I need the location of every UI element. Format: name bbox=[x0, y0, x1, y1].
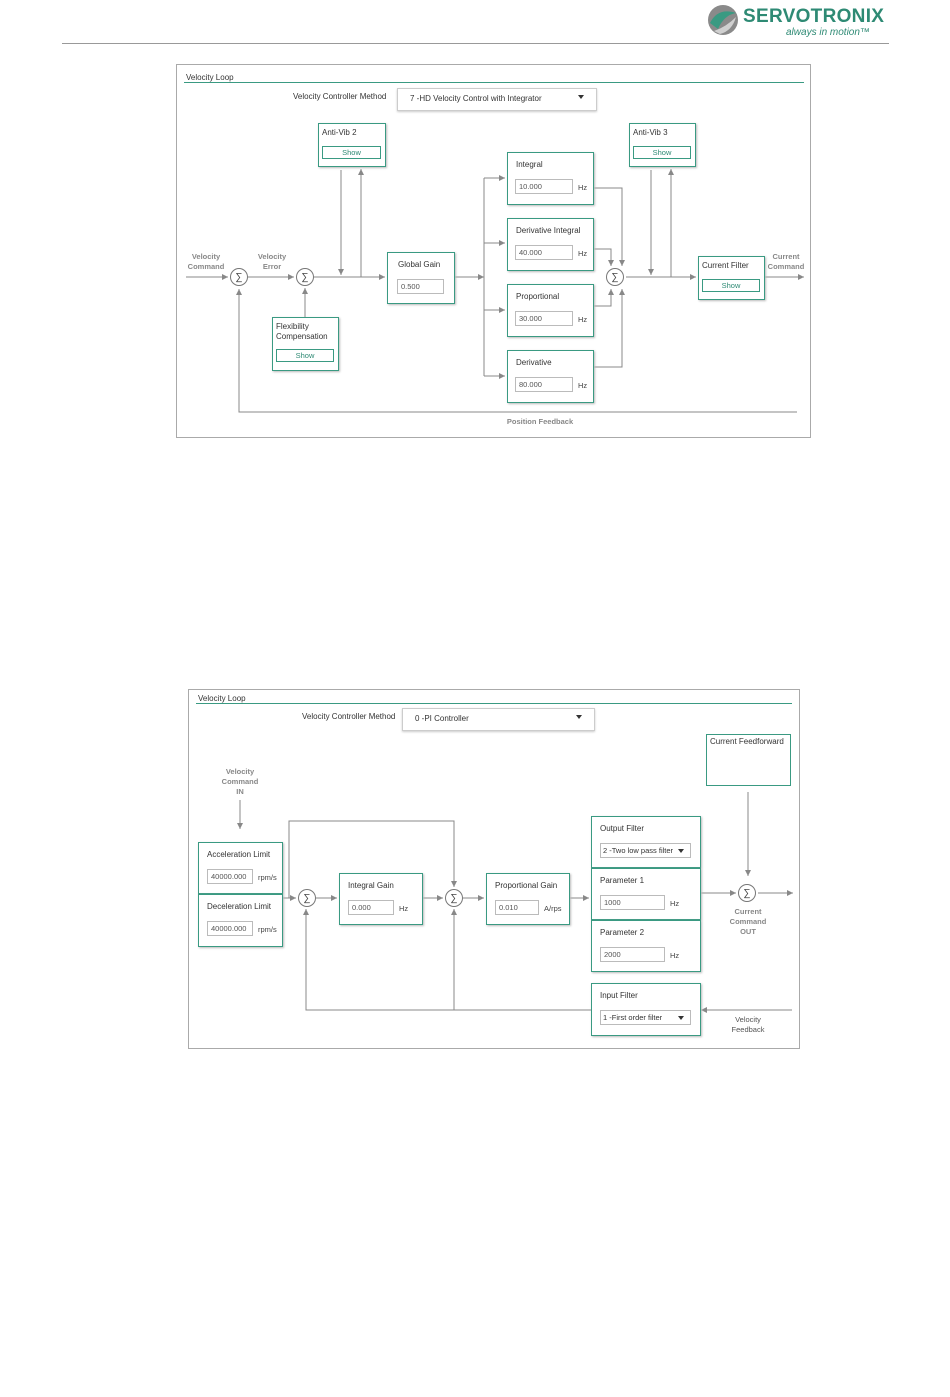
input-filter-value: 1 -First order filter bbox=[603, 1013, 663, 1022]
proportional-label: Proportional bbox=[516, 292, 560, 301]
antivib2-label: Anti-Vib 2 bbox=[322, 128, 357, 137]
deceleration-limit-label: Deceleration Limit bbox=[207, 902, 272, 911]
brand-name: SERVOTRONIX bbox=[743, 6, 885, 27]
panel-title-rule bbox=[184, 82, 804, 83]
panel-title: Velocity Loop bbox=[186, 73, 234, 82]
header-divider bbox=[62, 43, 889, 44]
flexibility-compensation-block: Flexibility Compensation Show bbox=[272, 317, 339, 371]
position-feedback-label: Position Feedback bbox=[506, 417, 574, 426]
deceleration-limit-input[interactable]: 40000.000 bbox=[207, 921, 253, 936]
chevron-down-icon bbox=[678, 1016, 684, 1020]
derivative-unit: Hz bbox=[578, 381, 588, 390]
current-filter-show-button[interactable]: Show bbox=[702, 279, 760, 292]
proportional-input[interactable]: 30.000 bbox=[515, 311, 573, 326]
controller-method-dropdown[interactable]: 0 -PI Controller bbox=[402, 708, 595, 731]
dropdown-value: 0 -PI Controller bbox=[415, 714, 469, 723]
proportional-gain-block: Proportional Gain 0.010 A/rps bbox=[486, 873, 570, 925]
controller-method-dropdown[interactable]: 7 -HD Velocity Control with Integrator bbox=[397, 88, 597, 111]
integral-block: Integral 10.000 Hz bbox=[507, 152, 594, 205]
acceleration-limit-input[interactable]: 40000.000 bbox=[207, 869, 253, 884]
chevron-down-icon bbox=[576, 715, 582, 719]
acceleration-limit-block: Acceleration Limit 40000.000 rpm/s bbox=[198, 842, 283, 894]
chevron-down-icon bbox=[578, 95, 584, 99]
acceleration-limit-unit: rpm/s bbox=[258, 873, 277, 882]
brand-tagline: always in motion™ bbox=[786, 27, 870, 38]
derivative-integral-block: Derivative Integral 40.000 Hz bbox=[507, 218, 594, 271]
derivative-integral-label: Derivative Integral bbox=[516, 226, 581, 235]
proportional-unit: Hz bbox=[578, 315, 588, 324]
output-filter-label: Output Filter bbox=[600, 824, 645, 833]
integral-gain-unit: Hz bbox=[399, 904, 409, 913]
parameter1-block: Parameter 1 1000 Hz bbox=[591, 868, 701, 920]
summing-junction-icon: ∑ bbox=[445, 889, 463, 907]
integral-gain-label: Integral Gain bbox=[348, 881, 394, 890]
derivative-block: Derivative 80.000 Hz bbox=[507, 350, 594, 403]
input-filter-label: Input Filter bbox=[600, 991, 638, 1000]
antivib3-label: Anti-Vib 3 bbox=[633, 128, 668, 137]
output-filter-select[interactable]: 2 -Two low pass filter bbox=[600, 843, 691, 858]
summing-junction-icon: ∑ bbox=[298, 889, 316, 907]
current-feedforward-block: Current Feedforward bbox=[706, 734, 791, 786]
integral-unit: Hz bbox=[578, 183, 588, 192]
integral-input[interactable]: 10.000 bbox=[515, 179, 573, 194]
parameter1-label: Parameter 1 bbox=[600, 876, 645, 885]
global-gain-input[interactable]: 0.500 bbox=[397, 279, 444, 294]
antivib3-block: Anti-Vib 3 Show bbox=[629, 123, 696, 167]
velocity-command-in-label: Velocity Command IN bbox=[221, 767, 259, 796]
acceleration-limit-label: Acceleration Limit bbox=[207, 850, 271, 859]
output-filter-block: Output Filter 2 -Two low pass filter bbox=[591, 816, 701, 868]
parameter2-input[interactable]: 2000 bbox=[600, 947, 665, 962]
deceleration-limit-block: Deceleration Limit 40000.000 rpm/s bbox=[198, 894, 283, 947]
panel-title-rule bbox=[196, 703, 792, 704]
summing-junction-icon: ∑ bbox=[738, 884, 756, 902]
proportional-gain-unit: A/rps bbox=[544, 904, 562, 913]
chevron-down-icon bbox=[678, 849, 684, 853]
velocity-command-label: Velocity Command bbox=[187, 252, 225, 271]
velocity-feedback-label: Velocity Feedback bbox=[731, 1015, 765, 1034]
current-command-out-label: Current Command OUT bbox=[729, 907, 767, 936]
input-filter-block: Input Filter 1 -First order filter bbox=[591, 983, 701, 1036]
panel-title: Velocity Loop bbox=[198, 694, 246, 703]
flexibility-show-button[interactable]: Show bbox=[276, 349, 334, 362]
global-gain-label: Global Gain bbox=[398, 260, 441, 269]
integral-label: Integral bbox=[516, 160, 543, 169]
summing-junction-icon: ∑ bbox=[606, 268, 624, 286]
summing-junction-icon: ∑ bbox=[296, 268, 314, 286]
parameter2-unit: Hz bbox=[670, 951, 680, 960]
proportional-block: Proportional 30.000 Hz bbox=[507, 284, 594, 337]
flexibility-label: Flexibility Compensation bbox=[276, 322, 328, 341]
derivative-label: Derivative bbox=[516, 358, 552, 367]
dropdown-value: 7 -HD Velocity Control with Integrator bbox=[410, 94, 542, 103]
parameter2-block: Parameter 2 2000 Hz bbox=[591, 920, 701, 972]
method-label: Velocity Controller Method bbox=[293, 92, 387, 101]
parameter1-unit: Hz bbox=[670, 899, 680, 908]
servotronix-logo-icon bbox=[706, 3, 740, 37]
parameter1-input[interactable]: 1000 bbox=[600, 895, 665, 910]
velocity-error-label: Velocity Error bbox=[257, 252, 287, 271]
current-filter-block: Current Filter Show bbox=[698, 256, 765, 300]
derivative-integral-input[interactable]: 40.000 bbox=[515, 245, 573, 260]
proportional-gain-input[interactable]: 0.010 bbox=[495, 900, 539, 915]
deceleration-limit-unit: rpm/s bbox=[258, 925, 277, 934]
current-command-label: Current Command bbox=[767, 252, 805, 271]
antivib3-show-button[interactable]: Show bbox=[633, 146, 691, 159]
input-filter-select[interactable]: 1 -First order filter bbox=[600, 1010, 691, 1025]
output-filter-value: 2 -Two low pass filter bbox=[603, 846, 674, 855]
antivib2-show-button[interactable]: Show bbox=[322, 146, 381, 159]
derivative-integral-unit: Hz bbox=[578, 249, 588, 258]
proportional-gain-label: Proportional Gain bbox=[495, 881, 558, 890]
integral-gain-input[interactable]: 0.000 bbox=[348, 900, 394, 915]
global-gain-block: Global Gain 0.500 bbox=[387, 252, 455, 304]
current-filter-label: Current Filter bbox=[702, 261, 749, 270]
antivib2-block: Anti-Vib 2 Show bbox=[318, 123, 386, 167]
current-feedforward-label: Current Feedforward bbox=[710, 737, 784, 746]
parameter2-label: Parameter 2 bbox=[600, 928, 645, 937]
method-label: Velocity Controller Method bbox=[302, 712, 396, 721]
derivative-input[interactable]: 80.000 bbox=[515, 377, 573, 392]
summing-junction-icon: ∑ bbox=[230, 268, 248, 286]
integral-gain-block: Integral Gain 0.000 Hz bbox=[339, 873, 423, 925]
